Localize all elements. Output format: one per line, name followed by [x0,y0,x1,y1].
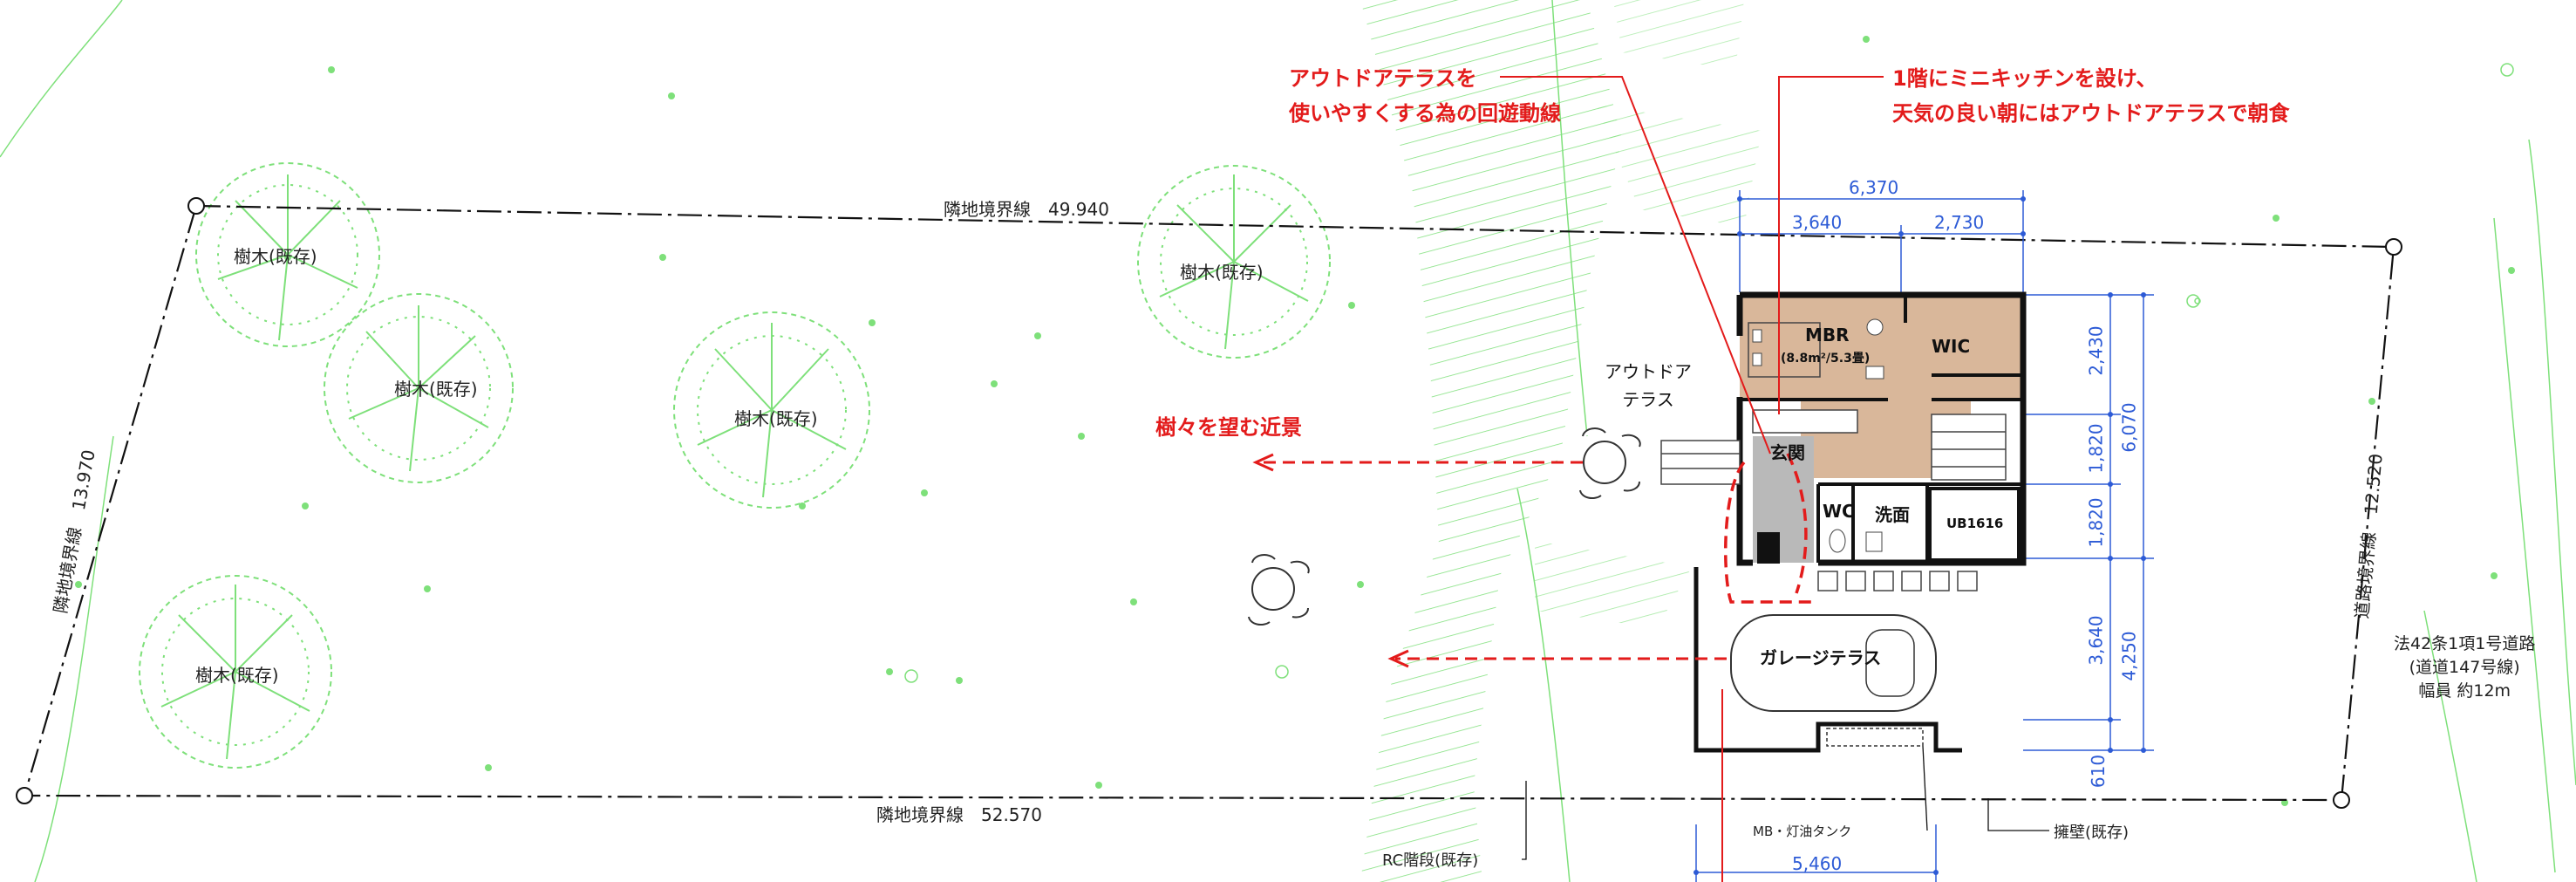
dim-right-5: 610 [2088,754,2109,789]
tree-label-2: 樹木(既存) [394,379,478,400]
tree-4 [1137,165,1331,359]
dim-right-total-upper: 6,070 [2118,402,2140,453]
annotation-kitchen: 1階にミニキッチンを設け、 天気の良い朝にはアウトドアテラスで朝食 [1892,61,2290,131]
room-outdoor-terrace-line1: アウトドア [1605,361,1692,382]
note-retaining-wall: 擁壁(既存) [2054,824,2130,842]
dim-top-left: 3,640 [1792,212,1843,233]
dim-bottom-total: 5,460 [1792,853,1843,874]
annotation-outdoor-loop-line1: アウトドアテラスを [1289,66,1477,91]
tree-5 [139,575,332,769]
note-leaders [1522,745,2049,860]
leader-lines [1500,76,1884,882]
tree-label-1: 樹木(既存) [234,246,317,267]
dim-top-right: 2,730 [1934,212,1985,233]
tree-2 [324,293,514,483]
dim-right-3: 1,820 [2085,497,2107,548]
site-boundary [23,204,2395,802]
boundary-label-bottom: 隣地境界線 52.570 [876,804,1042,825]
outdoor-furniture [1248,427,1641,626]
dimension-ticks [1693,196,2146,875]
slope-hatching [1360,0,1762,882]
road-info-line1: 法42条1項1号道路 [2394,634,2536,653]
road-info: 法42条1項1号道路 (道道147号線) 幅員 約12m [2394,632,2535,703]
room-outdoor-terrace-line2: テラス [1622,389,1674,410]
tree-1 [195,162,380,347]
annotation-view: 樹々を望む近景 [1155,415,1302,440]
dim-right-4: 3,640 [2085,615,2107,666]
room-wic: WIC [1932,336,1971,357]
room-outdoor-terrace: アウトドア テラス [1605,358,1692,414]
annotation-outdoor-loop-line2: 使いやすくする為の回遊動線 [1289,101,1561,126]
room-entrance: 玄関 [1770,442,1805,463]
dim-right-total-lower: 4,250 [2118,631,2140,681]
room-washroom: 洗面 [1875,504,1910,525]
annotation-kitchen-line2: 天気の良い朝にはアウトドアテラスで朝食 [1892,101,2290,126]
boundary-corners [16,197,2402,809]
building [1660,291,2027,753]
tree-label-3: 樹木(既存) [734,408,818,429]
boundary-label-top: 隣地境界線 49.940 [944,199,1109,220]
room-mbr: MBR [1805,325,1850,345]
ground-dots [75,36,2515,806]
tree-3 [673,311,870,509]
room-mbr-area: (8.8m²/5.3畳) [1781,352,1871,366]
view-arrows [1260,461,1727,660]
note-rc-stairs: RC階段(既存) [1382,851,1479,870]
tree-label-4: 樹木(既存) [1180,262,1264,283]
note-mb-tank: MB・灯油タンク [1753,824,1852,839]
dim-right-1: 2,430 [2085,325,2107,376]
circulation-loop [1724,453,1814,604]
road-info-line3: 幅員 約12m [2418,681,2511,701]
dim-right-2: 1,820 [2085,423,2107,474]
annotation-kitchen-line1: 1階にミニキッチンを設け、 [1892,66,2157,91]
arrow-heads [1252,453,1409,668]
ground-marks [904,63,2514,683]
existing-trees [139,162,1331,769]
dim-top-total: 6,370 [1849,177,1899,198]
road-info-line2: (道道147号線) [2409,658,2520,677]
room-garage: ガレージテラス [1760,647,1882,668]
tree-label-5: 樹木(既存) [195,665,279,686]
annotation-outdoor-loop: アウトドアテラスを 使いやすくする為の回遊動線 [1289,61,1561,131]
room-bath: UB1616 [1946,516,2004,531]
room-wc: WC [1823,501,1855,522]
